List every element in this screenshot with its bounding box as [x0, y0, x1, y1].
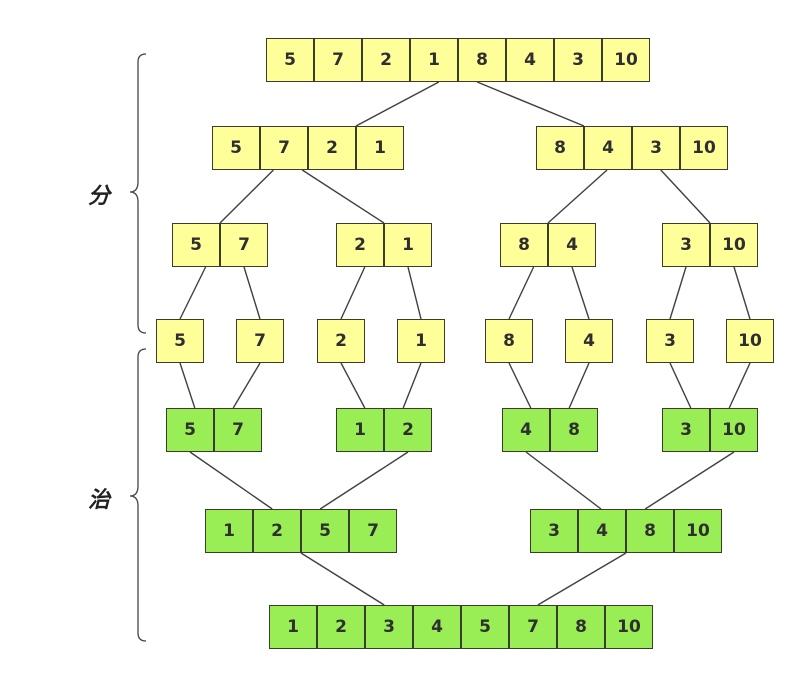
split-cell: 5: [156, 319, 204, 363]
connector-line: [669, 266, 687, 320]
split-cell: 7: [220, 223, 268, 267]
merge-cell: 4: [413, 605, 461, 649]
merge-cell: 5: [166, 408, 214, 452]
merge-cell: 8: [550, 408, 598, 452]
connector-line: [525, 451, 602, 510]
merge-cell: 3: [662, 408, 710, 452]
merge-cell: 7: [349, 509, 397, 553]
connector-line: [728, 362, 751, 409]
split-cell: 2: [317, 319, 365, 363]
merge-cell: 4: [502, 408, 550, 452]
connector-line: [243, 266, 261, 320]
split-cell: 3: [632, 126, 680, 170]
split-cell: 4: [584, 126, 632, 170]
connector-line: [508, 266, 535, 320]
connector-line: [301, 169, 385, 224]
connector-line: [568, 362, 590, 409]
split-cell: 2: [336, 223, 384, 267]
split-cell: 4: [506, 38, 554, 82]
merge-cell: 10: [710, 408, 758, 452]
connector-line: [644, 451, 735, 510]
split-cell: 5: [266, 38, 314, 82]
merge-cell: 2: [253, 509, 301, 553]
split-cell: 10: [602, 38, 650, 82]
connector-line: [179, 266, 207, 320]
divide-label: 分: [88, 184, 111, 209]
connector-line: [340, 362, 366, 409]
merge-cell: 1: [336, 408, 384, 452]
connector-line: [476, 81, 585, 127]
split-cell: 10: [726, 319, 774, 363]
connector-line: [219, 169, 274, 224]
split-cell: 5: [172, 223, 220, 267]
split-cell: 4: [565, 319, 613, 363]
merge-cell: 3: [530, 509, 578, 553]
split-cell: 2: [308, 126, 356, 170]
merge-cell: 1: [269, 605, 317, 649]
connector-line: [189, 451, 273, 510]
connector-line: [340, 266, 366, 320]
conquer-label: 治: [88, 488, 111, 513]
connector-line: [547, 169, 608, 224]
merge-cell: 8: [557, 605, 605, 649]
split-cell: 7: [314, 38, 362, 82]
split-cell: 1: [410, 38, 458, 82]
merge-cell: 10: [605, 605, 653, 649]
connector-line: [319, 451, 409, 510]
connector-line: [179, 362, 196, 409]
split-cell: 4: [548, 223, 596, 267]
split-cell: 8: [536, 126, 584, 170]
split-cell: 8: [458, 38, 506, 82]
split-cell: 8: [500, 223, 548, 267]
split-cell: 1: [397, 319, 445, 363]
connector-line: [232, 362, 261, 409]
connector-line: [407, 266, 422, 320]
connector-line: [300, 552, 385, 606]
split-cell: 3: [662, 223, 710, 267]
connector-line: [733, 266, 751, 320]
split-cell: 3: [554, 38, 602, 82]
connector-line: [402, 362, 422, 409]
conquer-brace: [129, 348, 147, 642]
merge-cell: 2: [384, 408, 432, 452]
split-cell: 2: [362, 38, 410, 82]
split-cell: 1: [384, 223, 432, 267]
connector-line: [669, 362, 692, 409]
split-cell: 10: [680, 126, 728, 170]
connector-line: [571, 266, 590, 320]
merge-cell: 4: [578, 509, 626, 553]
split-cell: 10: [710, 223, 758, 267]
merge-cell: 2: [317, 605, 365, 649]
merge-cell: 3: [365, 605, 413, 649]
merge-cell: 7: [509, 605, 557, 649]
split-cell: 1: [356, 126, 404, 170]
split-cell: 3: [646, 319, 694, 363]
merge-cell: 1: [205, 509, 253, 553]
merge-cell: 7: [214, 408, 262, 452]
split-cell: 5: [212, 126, 260, 170]
connector-line: [537, 552, 627, 606]
divide-brace: [129, 53, 147, 334]
merge-cell: 5: [301, 509, 349, 553]
merge-cell: 10: [674, 509, 722, 553]
split-cell: 7: [236, 319, 284, 363]
split-cell: 8: [485, 319, 533, 363]
connector-line: [508, 362, 532, 409]
merge-cell: 5: [461, 605, 509, 649]
connector-line: [660, 169, 711, 224]
split-cell: 7: [260, 126, 308, 170]
merge-cell: 8: [626, 509, 674, 553]
connector-line: [355, 81, 440, 127]
